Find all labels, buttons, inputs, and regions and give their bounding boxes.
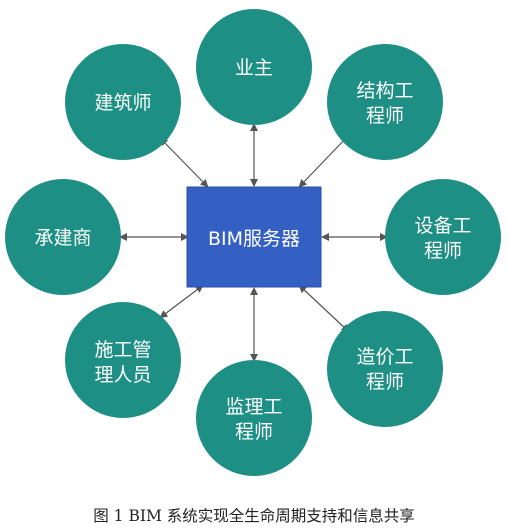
node-label-line: 理人员 [94, 364, 151, 386]
node-label-line: 设备工 [414, 215, 471, 237]
node-circle [327, 311, 443, 427]
node-construction-manager: 施工管 理人员 [65, 302, 181, 418]
node-label-line: 业主 [235, 57, 273, 79]
arrow-construction-manager [159, 284, 204, 319]
node-circle [5, 179, 121, 295]
node-circle [65, 44, 181, 160]
node-architect: 建筑师 [65, 44, 181, 160]
connector-arrows [119, 123, 388, 362]
node-supervision-engineer: 监理工 程师 [196, 360, 312, 476]
arrow-architect [159, 137, 209, 188]
node-cost-engineer: 造价工 程师 [327, 311, 443, 427]
node-circle [385, 179, 501, 295]
node-equipment-engineer: 设备工 程师 [385, 179, 501, 295]
node-circle [327, 44, 443, 160]
node-contractor: 承建商 [5, 179, 121, 295]
node-label-line: 程师 [366, 371, 404, 393]
node-label-line: 施工管 [94, 339, 151, 361]
arrow-cost-engineer [298, 284, 350, 333]
arrow-structural-engineer [298, 134, 350, 188]
node-circle [196, 9, 312, 125]
bim-server-box [186, 186, 322, 288]
node-label-line: 建筑师 [94, 92, 151, 114]
hub-box: BIM服务器 [186, 186, 322, 288]
bim-server-label: BIM服务器 [208, 228, 300, 250]
node-label-line: 承建商 [34, 227, 91, 249]
node-label-line: 程师 [424, 240, 462, 262]
node-owner: 业主 [196, 9, 312, 125]
node-label-line: 程师 [366, 105, 404, 127]
node-label-line: 结构工 [356, 80, 413, 102]
node-structural-engineer: 结构工 程师 [327, 44, 443, 160]
figure-caption: 图 1 BIM 系统实现全生命周期支持和信息共享 [93, 507, 415, 525]
node-label-line: 监理工 [225, 396, 282, 418]
node-label-line: 造价工 [356, 346, 413, 368]
bim-diagram: BIM服务器 业主 结构工 程师 设备工 程师 造价工 程师 监理工 程师 施工… [5, 9, 501, 476]
node-circle [196, 360, 312, 476]
node-label-line: 程师 [235, 421, 273, 443]
node-circle [65, 302, 181, 418]
